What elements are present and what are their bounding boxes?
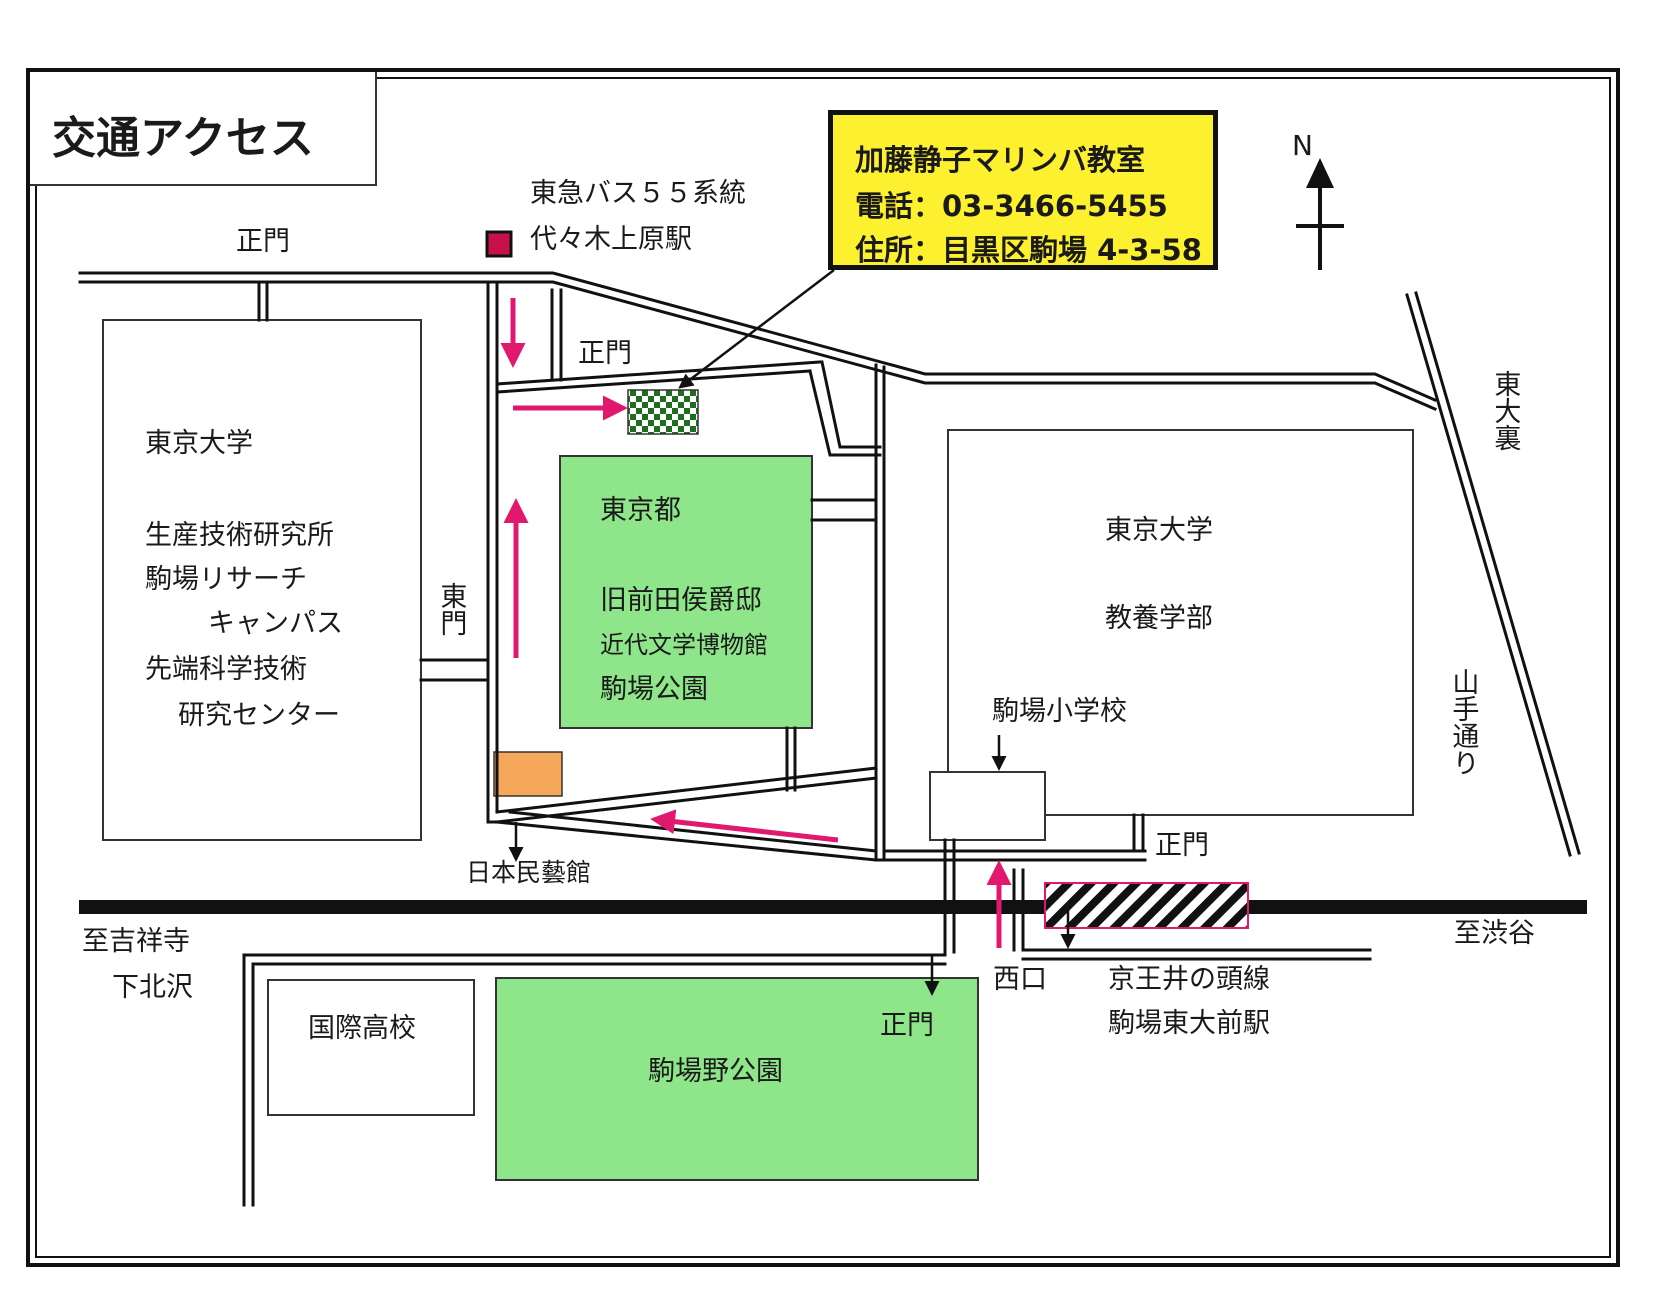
road-network xyxy=(78,271,1587,1207)
gate-park-south-label: 正門 xyxy=(880,1010,934,1041)
utokyo-iis-label-3: 駒場リサーチ xyxy=(145,564,307,595)
komaba-park-label: 駒場公園 xyxy=(600,674,708,705)
west-exit-label: 西口 xyxy=(993,964,1047,995)
maeda-residence-label: 旧前田侯爵邸 xyxy=(600,585,762,616)
route-arrow-left-icon xyxy=(650,809,839,843)
north-arrow-icon xyxy=(1296,158,1344,270)
utokyo-iis-label-5: 先端科学技術 xyxy=(145,654,307,685)
gate-mid-label: 正門 xyxy=(578,338,632,369)
komaba-elementary xyxy=(929,771,1046,841)
komaba-park xyxy=(559,455,813,729)
to-kichijoji-label: 至吉祥寺 xyxy=(82,926,190,957)
yamate-dori-label: 山手通り xyxy=(1447,668,1479,776)
info-pointer-arrow-icon xyxy=(678,269,835,389)
utokyo-iis-label-1: 東京大学 xyxy=(145,428,253,459)
school-info-box: 加藤静子マリンバ教室 電話：03-3466-5455 住所：目黒区駒場 4-3-… xyxy=(828,110,1218,270)
walking-route xyxy=(500,298,1012,948)
utokyo-komaba-campus xyxy=(947,429,1414,816)
school-address: 住所：目黒区駒場 4-3-58 xyxy=(855,233,1202,267)
gate-top-left-label: 正門 xyxy=(236,226,290,257)
keio-line-label: 京王井の頭線 xyxy=(1108,964,1270,995)
map-frame xyxy=(26,68,1620,1267)
east-gate-label: 東門 xyxy=(435,582,467,636)
todai-ura-label: 東大裏 xyxy=(1489,370,1521,451)
tokyo-metro-label: 東京都 xyxy=(600,495,681,526)
marimba-school-location xyxy=(627,389,699,435)
utokyo-iis-label-2: 生産技術研究所 xyxy=(145,520,334,551)
literature-museum-label: 近代文学博物館 xyxy=(600,631,768,659)
komaba-no-park-label: 駒場野公園 xyxy=(648,1056,783,1087)
to-shibuya-label: 至渋谷 xyxy=(1454,918,1535,949)
komaba-no-park xyxy=(495,977,979,1181)
mingeikan-building xyxy=(493,751,563,797)
gate-east-campus-label: 正門 xyxy=(1155,830,1209,861)
elementary-label: 駒場小学校 xyxy=(992,696,1127,727)
station-name-label: 駒場東大前駅 xyxy=(1108,1008,1270,1039)
utokyo-iis-campus xyxy=(102,319,422,841)
page-title: 交通アクセス xyxy=(52,113,314,164)
kokusai-high-school xyxy=(267,979,475,1116)
north-label: N xyxy=(1292,129,1313,162)
bus-stop-label: 代々木上原駅 xyxy=(530,224,692,255)
pointer-arrows xyxy=(508,269,1076,996)
school-phone: 電話：03-3466-5455 xyxy=(855,189,1168,223)
bus-line-label: 東急バス５５系統 xyxy=(530,178,746,209)
utokyo-komaba-label-1: 東京大学 xyxy=(1105,515,1213,546)
mingeikan-label: 日本民藝館 xyxy=(466,858,592,887)
utokyo-iis-label-6: 研究センター xyxy=(178,700,340,731)
bus-stop-icon xyxy=(485,230,513,258)
map-title-box: 交通アクセス xyxy=(30,72,377,186)
shimokitazawa-label: 下北沢 xyxy=(112,972,193,1003)
utokyo-komaba-label-2: 教養学部 xyxy=(1105,603,1213,634)
kokusai-label: 国際高校 xyxy=(308,1013,416,1044)
utokyo-iis-label-4: キャンパス xyxy=(208,608,343,639)
school-name: 加藤静子マリンバ教室 xyxy=(855,143,1146,177)
komaba-todaimae-station xyxy=(1044,882,1249,929)
